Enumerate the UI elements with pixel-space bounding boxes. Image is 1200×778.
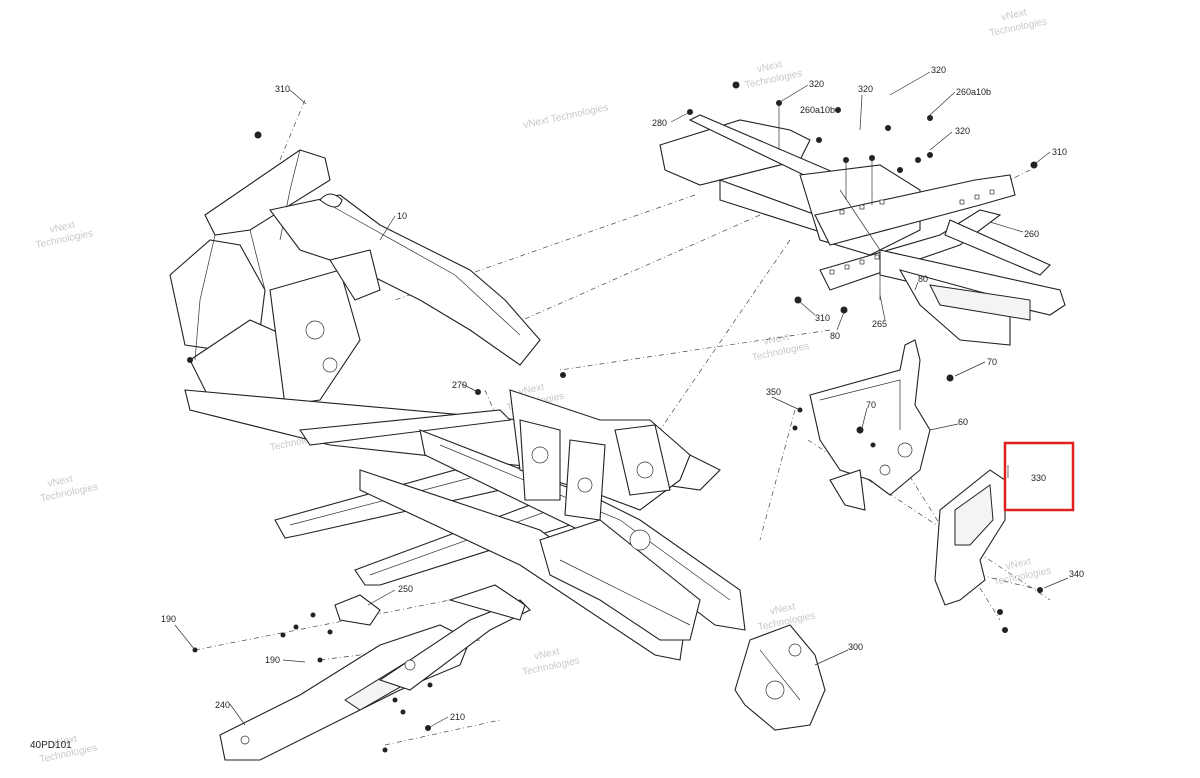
callout-label: 270 (452, 380, 467, 390)
callout-label: 310 (275, 84, 290, 94)
bracket-300 (734, 624, 826, 731)
lower-arms (192, 584, 531, 761)
callout-label: 210 (450, 712, 465, 722)
callout-label: 80 (918, 274, 928, 284)
callout-label: 340 (1069, 569, 1084, 579)
leader-lines (174, 71, 1069, 728)
diagram-code: 40PD101 (30, 740, 72, 751)
callout-label: 190 (265, 655, 280, 665)
callout-label: 320 (955, 126, 970, 136)
callout-label: 250 (398, 584, 413, 594)
highlighted-callout-label: 330 (1031, 473, 1046, 483)
callout-label: 60 (958, 417, 968, 427)
callout-label: 300 (848, 642, 863, 652)
watermark: vNext (769, 601, 797, 617)
rear-subframe (659, 81, 1066, 346)
watermark: vNext (1005, 556, 1033, 572)
callout-label: 320 (858, 84, 873, 94)
callout-label: 260a10b (800, 105, 835, 115)
callout-label: 320 (809, 79, 824, 89)
watermark: vNext (756, 59, 784, 75)
plate-330 (934, 469, 1043, 633)
callout-label: 190 (161, 614, 176, 624)
callout-label: 80 (830, 331, 840, 341)
callout-label: 260 (1024, 229, 1039, 239)
callout-label: 265 (872, 319, 887, 329)
callout-label: 320 (931, 65, 946, 75)
bracket-60 (792, 339, 954, 511)
highlight-box (1003, 441, 1075, 512)
watermark: vNext (533, 646, 561, 662)
callout-label: 10 (397, 211, 407, 221)
watermark: vNext (47, 474, 75, 490)
watermarks: vNext Technologies vNext Technologies vN… (35, 7, 1052, 765)
watermark: vNext (763, 332, 791, 348)
callout-labels: 310 10 270 190 190 240 250 210 280 320 3… (161, 65, 1084, 722)
watermark: vNext (49, 220, 77, 236)
watermark: vNext (51, 733, 79, 749)
callout-label: 70 (987, 357, 997, 367)
watermark: vNext Technologies (522, 102, 609, 131)
callout-label: 310 (1052, 147, 1067, 157)
watermark: vNext (518, 382, 546, 398)
callout-label: 240 (215, 700, 230, 710)
callout-label: 70 (866, 400, 876, 410)
watermark: vNext (1000, 7, 1028, 23)
main-frame (169, 131, 746, 661)
callout-label: 350 (766, 387, 781, 397)
callout-label: 310 (815, 313, 830, 323)
callout-label: 280 (652, 118, 667, 128)
callout-label: 260a10b (956, 87, 991, 97)
